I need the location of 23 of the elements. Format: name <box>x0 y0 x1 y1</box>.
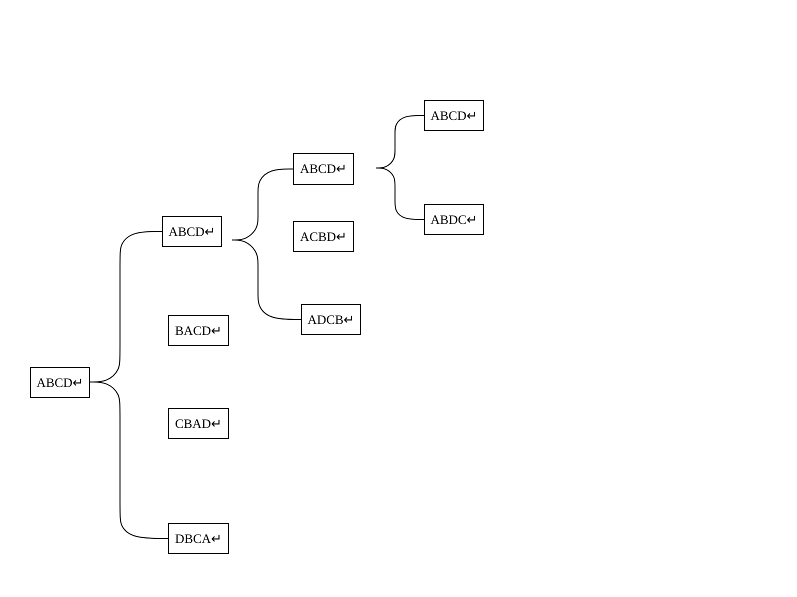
node-label: ACBD↵ <box>300 228 348 244</box>
node-label: CBAD↵ <box>174 416 222 432</box>
text-box <box>162 216 222 247</box>
text-box <box>424 204 484 235</box>
text-box <box>30 367 90 398</box>
node-label: ADCB↵ <box>307 312 355 328</box>
brace-connector <box>232 240 302 320</box>
node-label: ABCD↵ <box>430 108 478 124</box>
node-label: ABDC↵ <box>430 212 478 228</box>
node-label: ABCD↵ <box>168 224 216 240</box>
text-box <box>168 408 229 439</box>
node-label: DBCA↵ <box>174 530 222 546</box>
text-box <box>293 221 354 252</box>
node-label: ABCD↵ <box>300 161 348 177</box>
node-label: BACD↵ <box>174 322 222 338</box>
text-box <box>424 100 484 131</box>
text-box <box>168 315 229 346</box>
node-label: ABCD↵ <box>36 374 84 390</box>
brace-connector <box>90 382 168 539</box>
text-box <box>293 153 354 185</box>
text-box <box>301 304 361 335</box>
text-box <box>168 523 229 554</box>
brace-connector <box>376 168 424 220</box>
